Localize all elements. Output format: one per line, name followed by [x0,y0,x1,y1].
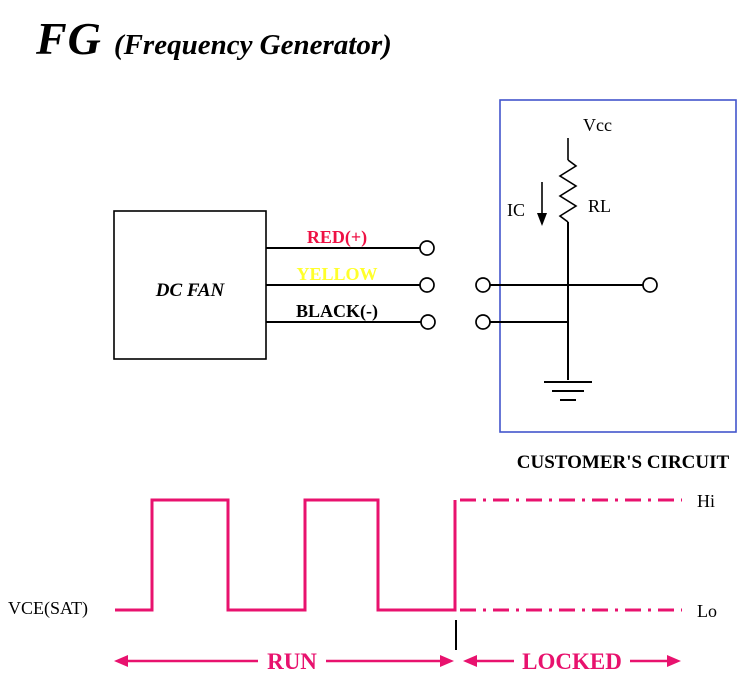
yellow-wire-terminal-icon [419,277,435,293]
customer-circuit-caption: CUSTOMER'S CIRCUIT [517,452,730,473]
red-wire-terminal-icon [419,240,435,256]
lo-label: Lo [697,601,717,621]
locked-label: LOCKED [522,649,622,674]
run-right-arrowhead-icon [440,655,454,667]
circuit-ground-terminal-icon [475,314,491,330]
ground-symbol-icon [544,381,592,401]
hi-label: Hi [697,491,715,511]
page-title: FG (Frequency Generator) [36,12,392,65]
black-wire-label: BLACK(-) [296,301,378,322]
title-fg: FG [36,13,102,64]
circuit-output-terminal-icon [642,277,658,293]
red-wire-label: RED(+) [307,227,367,248]
rl-label: RL [588,196,611,216]
dc-fan-label: DC FAN [155,280,226,301]
resistor-rl-icon [558,159,578,223]
locked-span-arrow: LOCKED [463,649,681,674]
dc-fan-box [113,210,267,360]
run-left-arrowhead-icon [114,655,128,667]
customer-circuit-box [499,99,737,433]
fg-square-wave [115,498,457,612]
ic-label: IC [507,200,525,220]
yellow-wire-label: YELLOW [296,264,377,284]
circuit-signal-terminal-icon [475,277,491,293]
title-subtitle: (Frequency Generator) [113,29,392,61]
run-span-arrow: RUN [114,649,454,674]
black-wire-terminal-icon [420,314,436,330]
run-label: RUN [267,649,317,674]
vcc-label: Vcc [583,115,612,135]
locked-left-arrowhead-icon [463,655,477,667]
vce-sat-label: VCE(SAT) [8,598,88,619]
locked-right-arrowhead-icon [667,655,681,667]
ic-current-arrowhead-icon [537,213,547,226]
